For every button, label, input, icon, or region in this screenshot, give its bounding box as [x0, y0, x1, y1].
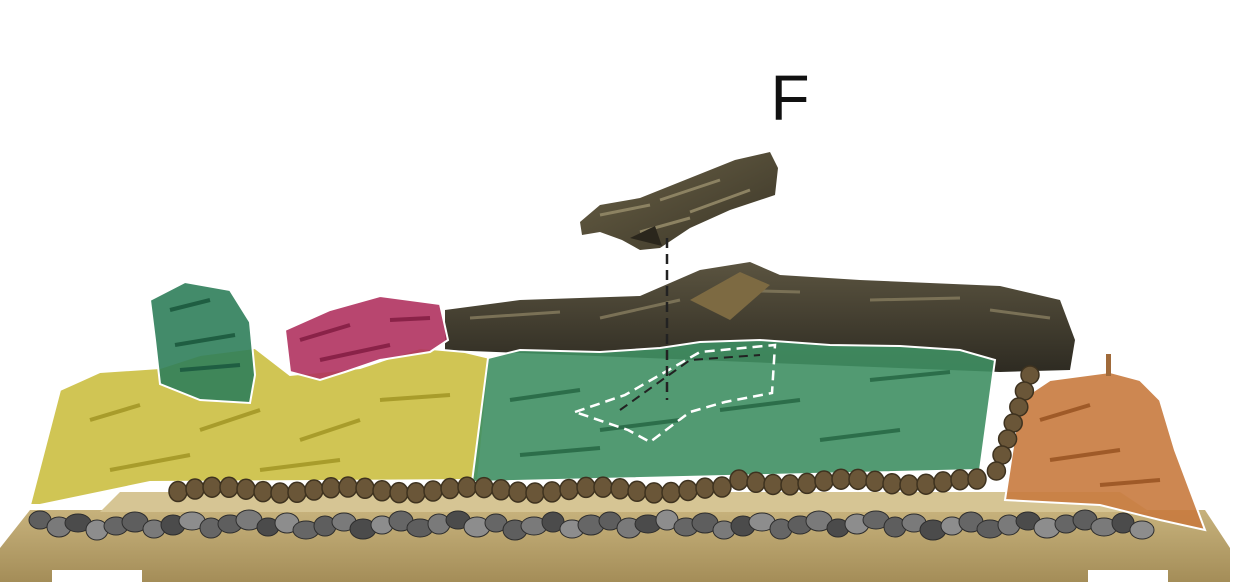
pine-cone [186, 479, 204, 499]
pine-cone [356, 478, 374, 498]
part-label-f: F [770, 66, 809, 130]
pine-cone [900, 475, 918, 495]
pine-cone [543, 482, 561, 502]
pine-cone [781, 475, 799, 495]
pine-cone [832, 469, 850, 489]
pine-cone [322, 478, 340, 498]
pine-cone [951, 470, 969, 490]
pine-cone [713, 477, 731, 497]
log-f [580, 152, 778, 250]
pine-cone [849, 469, 867, 489]
pine-cone [934, 472, 952, 492]
pine-cone [526, 483, 544, 503]
pine-cone [424, 481, 442, 501]
pine-cone [254, 482, 272, 502]
pine-cone [611, 479, 629, 499]
pine-cone [475, 478, 493, 498]
green-rock-left [150, 282, 255, 403]
pine-cone [407, 483, 425, 503]
pebble [1130, 521, 1154, 539]
pine-cone [628, 481, 646, 501]
pine-cone [917, 474, 935, 494]
pine-cone [373, 481, 391, 501]
pine-cone [560, 479, 578, 499]
pine-cone [339, 477, 357, 497]
pine-cone [645, 483, 663, 503]
pine-cone [747, 472, 765, 492]
pine-cone [509, 482, 527, 502]
pine-cone [237, 479, 255, 499]
pine-cone [594, 477, 612, 497]
green-rock-section-main [472, 340, 995, 482]
pine-cone [798, 473, 816, 493]
pine-cone [883, 474, 901, 494]
pine-cone [764, 474, 782, 494]
pine-cone [987, 462, 1005, 480]
pine-cone [492, 480, 510, 500]
pine-cone [679, 480, 697, 500]
base-foot-left [52, 570, 142, 582]
pine-cone [577, 477, 595, 497]
base-foot-right [1088, 570, 1168, 582]
pine-cone [662, 483, 680, 503]
pine-cone [169, 482, 187, 502]
pine-cone [815, 471, 833, 491]
pine-cone [305, 480, 323, 500]
pine-cone [866, 471, 884, 491]
pine-cone [390, 483, 408, 503]
pine-cone [203, 477, 221, 497]
pine-cone [220, 477, 238, 497]
pine-cone [696, 478, 714, 498]
part-label-box: F [754, 62, 826, 134]
pine-cone [458, 477, 476, 497]
pine-cone [271, 483, 289, 503]
pine-cone [968, 469, 986, 489]
pine-cone [441, 479, 459, 499]
pine-cone [730, 470, 748, 490]
pine-cone [288, 482, 306, 502]
